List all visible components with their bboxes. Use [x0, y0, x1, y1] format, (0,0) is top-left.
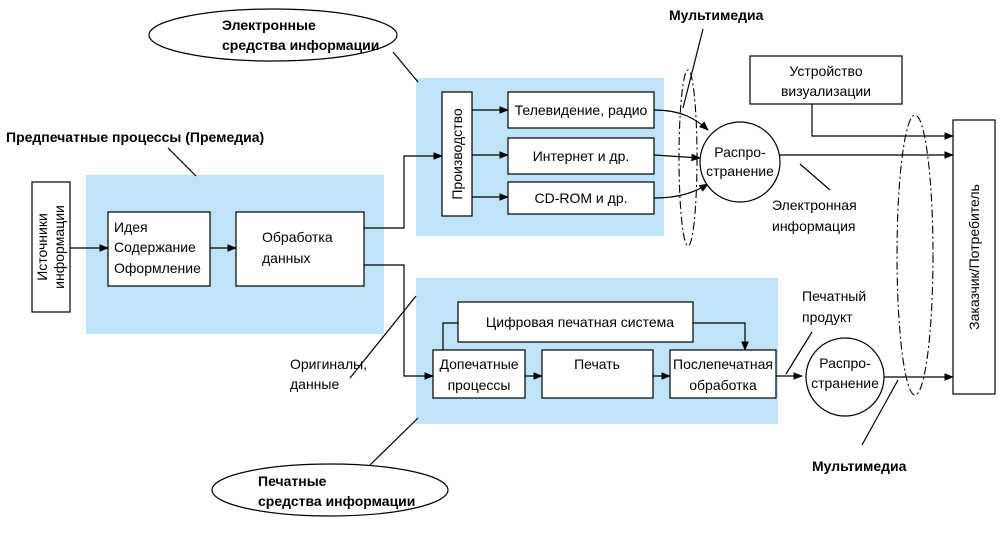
prepress-processes-label: Предпечатные процессы (Премедиа): [6, 129, 264, 145]
print-box: [541, 349, 654, 399]
multimedia-top-label: Мультимедиа: [669, 7, 764, 23]
postpress-line1: Послепечатная: [673, 356, 773, 372]
production-box: [441, 91, 473, 217]
data-processing-line2: данных: [262, 250, 310, 266]
callout-line-print: [369, 417, 419, 466]
callout-line-electronic: [392, 51, 419, 83]
prepress-line1: Допечатные: [439, 356, 518, 372]
production-text: Производство: [449, 108, 465, 199]
idea-line3: Оформление: [114, 260, 201, 276]
arrow-visualization-to-customer: [811, 104, 954, 140]
arrow-internet-to-distribution: [653, 153, 701, 162]
idea-line2: Содержание: [114, 239, 196, 255]
prepress-box: [432, 349, 526, 399]
multimedia-bottom-label: Мультимедиа: [812, 458, 907, 474]
print-media-label-line1: Печатные: [258, 473, 327, 489]
idea-box: [107, 211, 211, 287]
postpress-line2: обработка: [689, 377, 757, 393]
info-sources-line1: Источники: [34, 213, 50, 281]
data-processing-box: [235, 211, 365, 287]
distribution-bottom-line2: странение: [811, 375, 879, 391]
visualization-line2: визуализации: [781, 83, 871, 99]
tv-radio-text: Телевидение, радио: [515, 102, 648, 118]
distribution-circle-bottom: [805, 337, 885, 417]
arrow-processing-to-production: [364, 152, 443, 229]
distribution-top-line2: странение: [706, 163, 774, 179]
callout-line-electronic-info: [799, 163, 831, 191]
arrow-cdrom-to-distribution: [653, 183, 709, 199]
distribution-top-line1: Распро-: [714, 144, 766, 160]
originals-label-line1: Оригиналы,: [290, 356, 367, 372]
internet-box: [507, 137, 655, 175]
electronic-media-label-line2: средства информации: [222, 37, 379, 53]
callout-line-originals: [349, 295, 417, 379]
cdrom-box: [507, 181, 655, 215]
distribution-bottom-line1: Распро-: [819, 355, 871, 371]
callout-line-prepress: [167, 147, 197, 177]
internet-text: Интернет и др.: [533, 148, 630, 164]
print-media-ellipse: [211, 463, 449, 517]
idea-line1: Идея: [114, 219, 148, 235]
originals-label-line2: данные: [290, 376, 339, 392]
prepress-line2: процессы: [448, 377, 511, 393]
customer-text: Заказчик/Потребитель: [966, 184, 982, 330]
print-media-label-line2: средства информации: [258, 493, 415, 509]
electronic-info-label-line1: Электронная: [772, 197, 857, 213]
callout-line-multimedia-top: [682, 28, 704, 109]
multimedia-dashed-ellipse-right: [896, 114, 934, 396]
digital-print-system-text: Цифровая печатная система: [486, 314, 674, 330]
callout-line-multimedia-bottom: [861, 379, 899, 446]
print-text: Печать: [574, 356, 620, 372]
info-sources-line2: информации: [51, 205, 67, 289]
tv-radio-box: [507, 91, 655, 129]
info-sources-text: Источники информации: [34, 205, 67, 289]
printed-product-label-line2: продукт: [802, 309, 853, 325]
visualization-line1: Устройство: [789, 63, 862, 79]
printed-product-label-line1: Печатный: [802, 288, 866, 304]
electronic-media-ellipse: [148, 8, 398, 62]
arrow-digital-to-postpress: [693, 322, 749, 351]
digital-print-system-box: [457, 301, 694, 343]
postpress-box: [669, 349, 777, 399]
arrow-processing-to-prepress: [364, 264, 434, 380]
callout-line-printed-product: [785, 331, 813, 375]
distribution-circle-top: [699, 121, 781, 203]
info-sources-box: [31, 181, 71, 313]
data-processing-line1: Обработка: [262, 229, 333, 245]
electronic-info-label-line2: информация: [772, 218, 855, 234]
customer-box: [952, 119, 996, 395]
cdrom-text: CD-ROM и др.: [535, 190, 628, 206]
visualization-box: [749, 55, 903, 105]
electronic-media-label-line1: Электронные: [222, 17, 316, 33]
arrow-tv-to-distribution: [653, 109, 709, 131]
